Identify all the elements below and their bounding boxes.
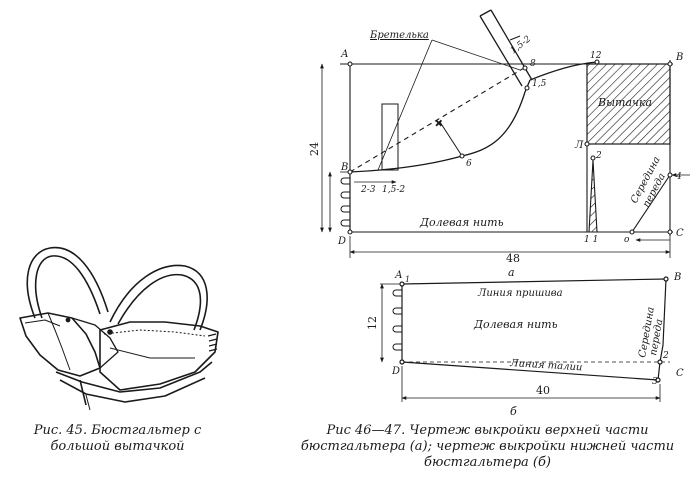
svg-text:×: × bbox=[435, 119, 443, 129]
sub-b: б bbox=[510, 405, 517, 418]
point-8: 8 bbox=[530, 59, 536, 69]
pattern-lower-part bbox=[380, 276, 670, 402]
dim-15-2-b: 1,5-2 bbox=[382, 185, 405, 195]
figure-46-47-caption: Рис 46—47. Чертеж выкройки верхней части… bbox=[300, 423, 675, 470]
sub-a: а bbox=[508, 266, 515, 279]
point-D: D bbox=[337, 236, 346, 247]
point-2: 2 bbox=[595, 151, 602, 161]
pattern-upper-labels: Бретелька Вытачка Середина переда Долева… bbox=[308, 30, 684, 279]
label-dolevaya-b: Долевая нить bbox=[473, 318, 558, 331]
label-linia-talii: Линия талии bbox=[509, 358, 583, 373]
dim-48: 48 bbox=[506, 252, 520, 265]
label-dolevaya-a: Долевая нить bbox=[419, 216, 504, 229]
point-B-left: В bbox=[340, 162, 348, 173]
point-L: Л bbox=[574, 140, 584, 151]
pattern-lower-labels: Линия пришива Долевая нить Линия талии С… bbox=[366, 270, 684, 418]
point-B-b: В bbox=[673, 272, 681, 283]
point-1-b: 1 bbox=[405, 275, 410, 284]
dim-2-3: 2-3 bbox=[360, 185, 376, 195]
figure-45-caption: Рис. 45. Бюстгальтер с большой вытачкой bbox=[33, 423, 202, 454]
dim-15-2-top: 1,5-2 bbox=[509, 34, 534, 56]
dim-24: 24 bbox=[308, 142, 321, 156]
point-11: 1 1 bbox=[584, 235, 598, 245]
point-C: С bbox=[676, 228, 684, 239]
point-B-top: В bbox=[675, 52, 683, 63]
point-12: 12 bbox=[590, 51, 602, 61]
dim-12: 12 bbox=[366, 316, 379, 330]
point-D-b: D bbox=[391, 366, 400, 377]
pattern-upper-part: × bbox=[320, 9, 690, 258]
point-3-b: 3 bbox=[652, 377, 658, 387]
point-o: о bbox=[624, 235, 630, 245]
label-linia-prishiva: Линия пришива bbox=[477, 288, 563, 299]
label-vytachka: Вытачка bbox=[597, 96, 652, 109]
point-2-b: 2 bbox=[662, 351, 669, 361]
point-4: 4 bbox=[675, 172, 682, 182]
dim-40: 40 bbox=[536, 384, 550, 397]
point-A-b: А bbox=[394, 270, 403, 281]
point-C-b: С bbox=[676, 368, 684, 379]
label-bretelka: Бретелька bbox=[369, 30, 429, 41]
bra-illustration bbox=[19, 246, 219, 411]
point-15: 1,5 bbox=[532, 79, 547, 89]
point-A: А bbox=[340, 49, 349, 60]
point-6: 6 bbox=[466, 159, 472, 169]
